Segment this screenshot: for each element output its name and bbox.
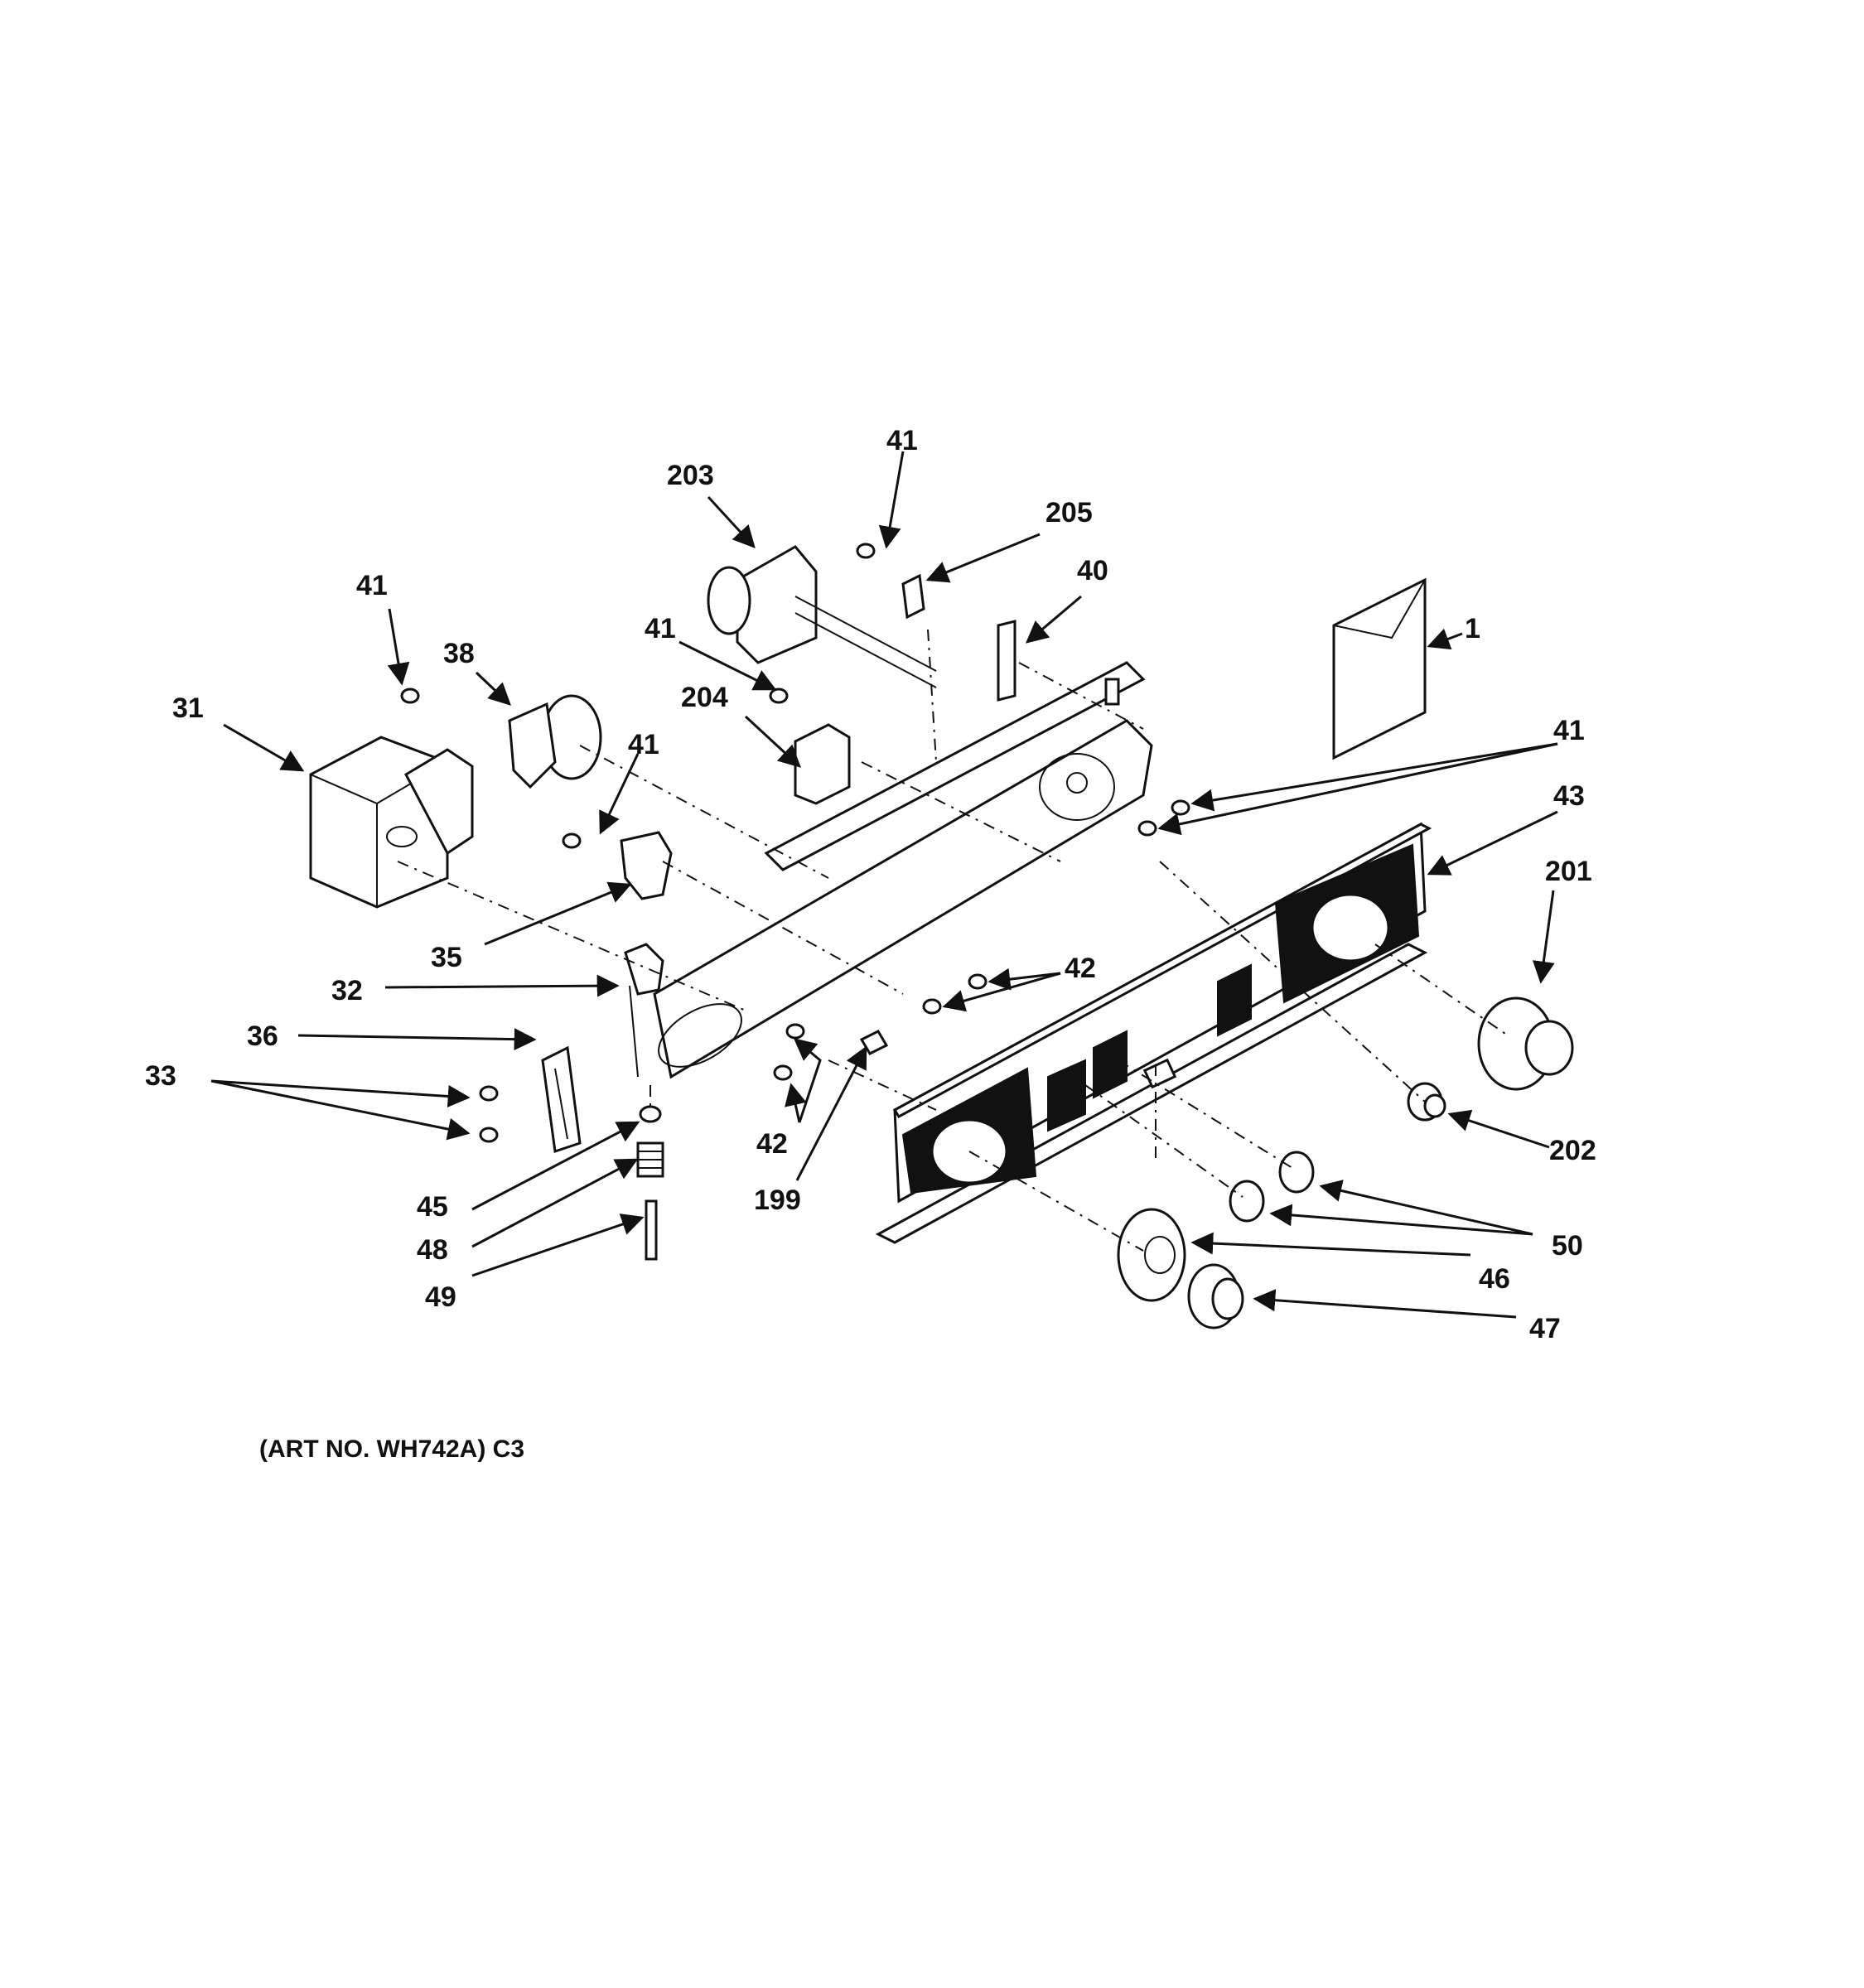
art-number-caption: (ART NO. WH742A) C3 (259, 1436, 524, 1463)
callout-48: 48 (417, 1234, 448, 1266)
callout-labels: 1 31 32 33 35 36 38 40 41 41 41 41 41 42… (145, 425, 1596, 1344)
part-31-timer (309, 736, 474, 909)
callout-49: 49 (425, 1281, 456, 1313)
callout-41-center: 41 (645, 613, 676, 644)
part-46-bezel (1117, 1208, 1186, 1302)
part-32-bracket (624, 943, 664, 1078)
callout-42-right: 42 (1065, 953, 1096, 984)
callout-38: 38 (443, 638, 475, 669)
callout-41-left: 41 (356, 570, 388, 601)
part-204-switch (794, 723, 851, 805)
callout-201: 201 (1545, 856, 1592, 887)
part-35-switch (620, 831, 673, 900)
part-36-strip (541, 1045, 582, 1153)
callout-40: 40 (1077, 555, 1108, 586)
callout-43: 43 (1553, 780, 1585, 812)
assembly-lines (397, 629, 1509, 1252)
callout-41-top: 41 (886, 425, 918, 456)
control-panel-43 (875, 822, 1432, 1244)
part-202-knob (1407, 1082, 1446, 1122)
control-bracket (653, 661, 1153, 1079)
part-205-clip (901, 573, 925, 620)
callout-203: 203 (667, 460, 714, 491)
part-201-knob (1477, 996, 1574, 1091)
part-50-knob-a (1278, 1151, 1315, 1194)
callout-31: 31 (172, 692, 204, 724)
callout-1: 1 (1465, 613, 1480, 644)
callout-50: 50 (1552, 1230, 1583, 1262)
part-45-48-49-stack (636, 1105, 664, 1261)
callout-32: 32 (331, 975, 363, 1006)
callout-42-left: 42 (756, 1128, 788, 1160)
callout-199: 199 (754, 1185, 801, 1216)
callout-45: 45 (417, 1191, 448, 1223)
callout-202: 202 (1549, 1135, 1596, 1166)
part-40-bracket (997, 620, 1017, 702)
part-203-timer (707, 545, 937, 688)
callout-47: 47 (1529, 1313, 1561, 1344)
part-1-sheet (1332, 577, 1427, 760)
callout-205: 205 (1045, 497, 1093, 528)
callout-46: 46 (1479, 1263, 1510, 1295)
part-50-knob-b (1229, 1180, 1265, 1223)
callout-204: 204 (681, 682, 728, 713)
screws (400, 543, 1190, 1143)
part-47-knob (1187, 1263, 1244, 1329)
callout-33: 33 (145, 1060, 176, 1092)
leader-arrows (210, 451, 1558, 1319)
callout-36: 36 (247, 1021, 278, 1052)
part-38-switch (508, 694, 602, 789)
callout-41-mid: 41 (628, 729, 659, 760)
callout-41-right: 41 (1553, 715, 1585, 746)
callout-35: 35 (431, 942, 462, 973)
